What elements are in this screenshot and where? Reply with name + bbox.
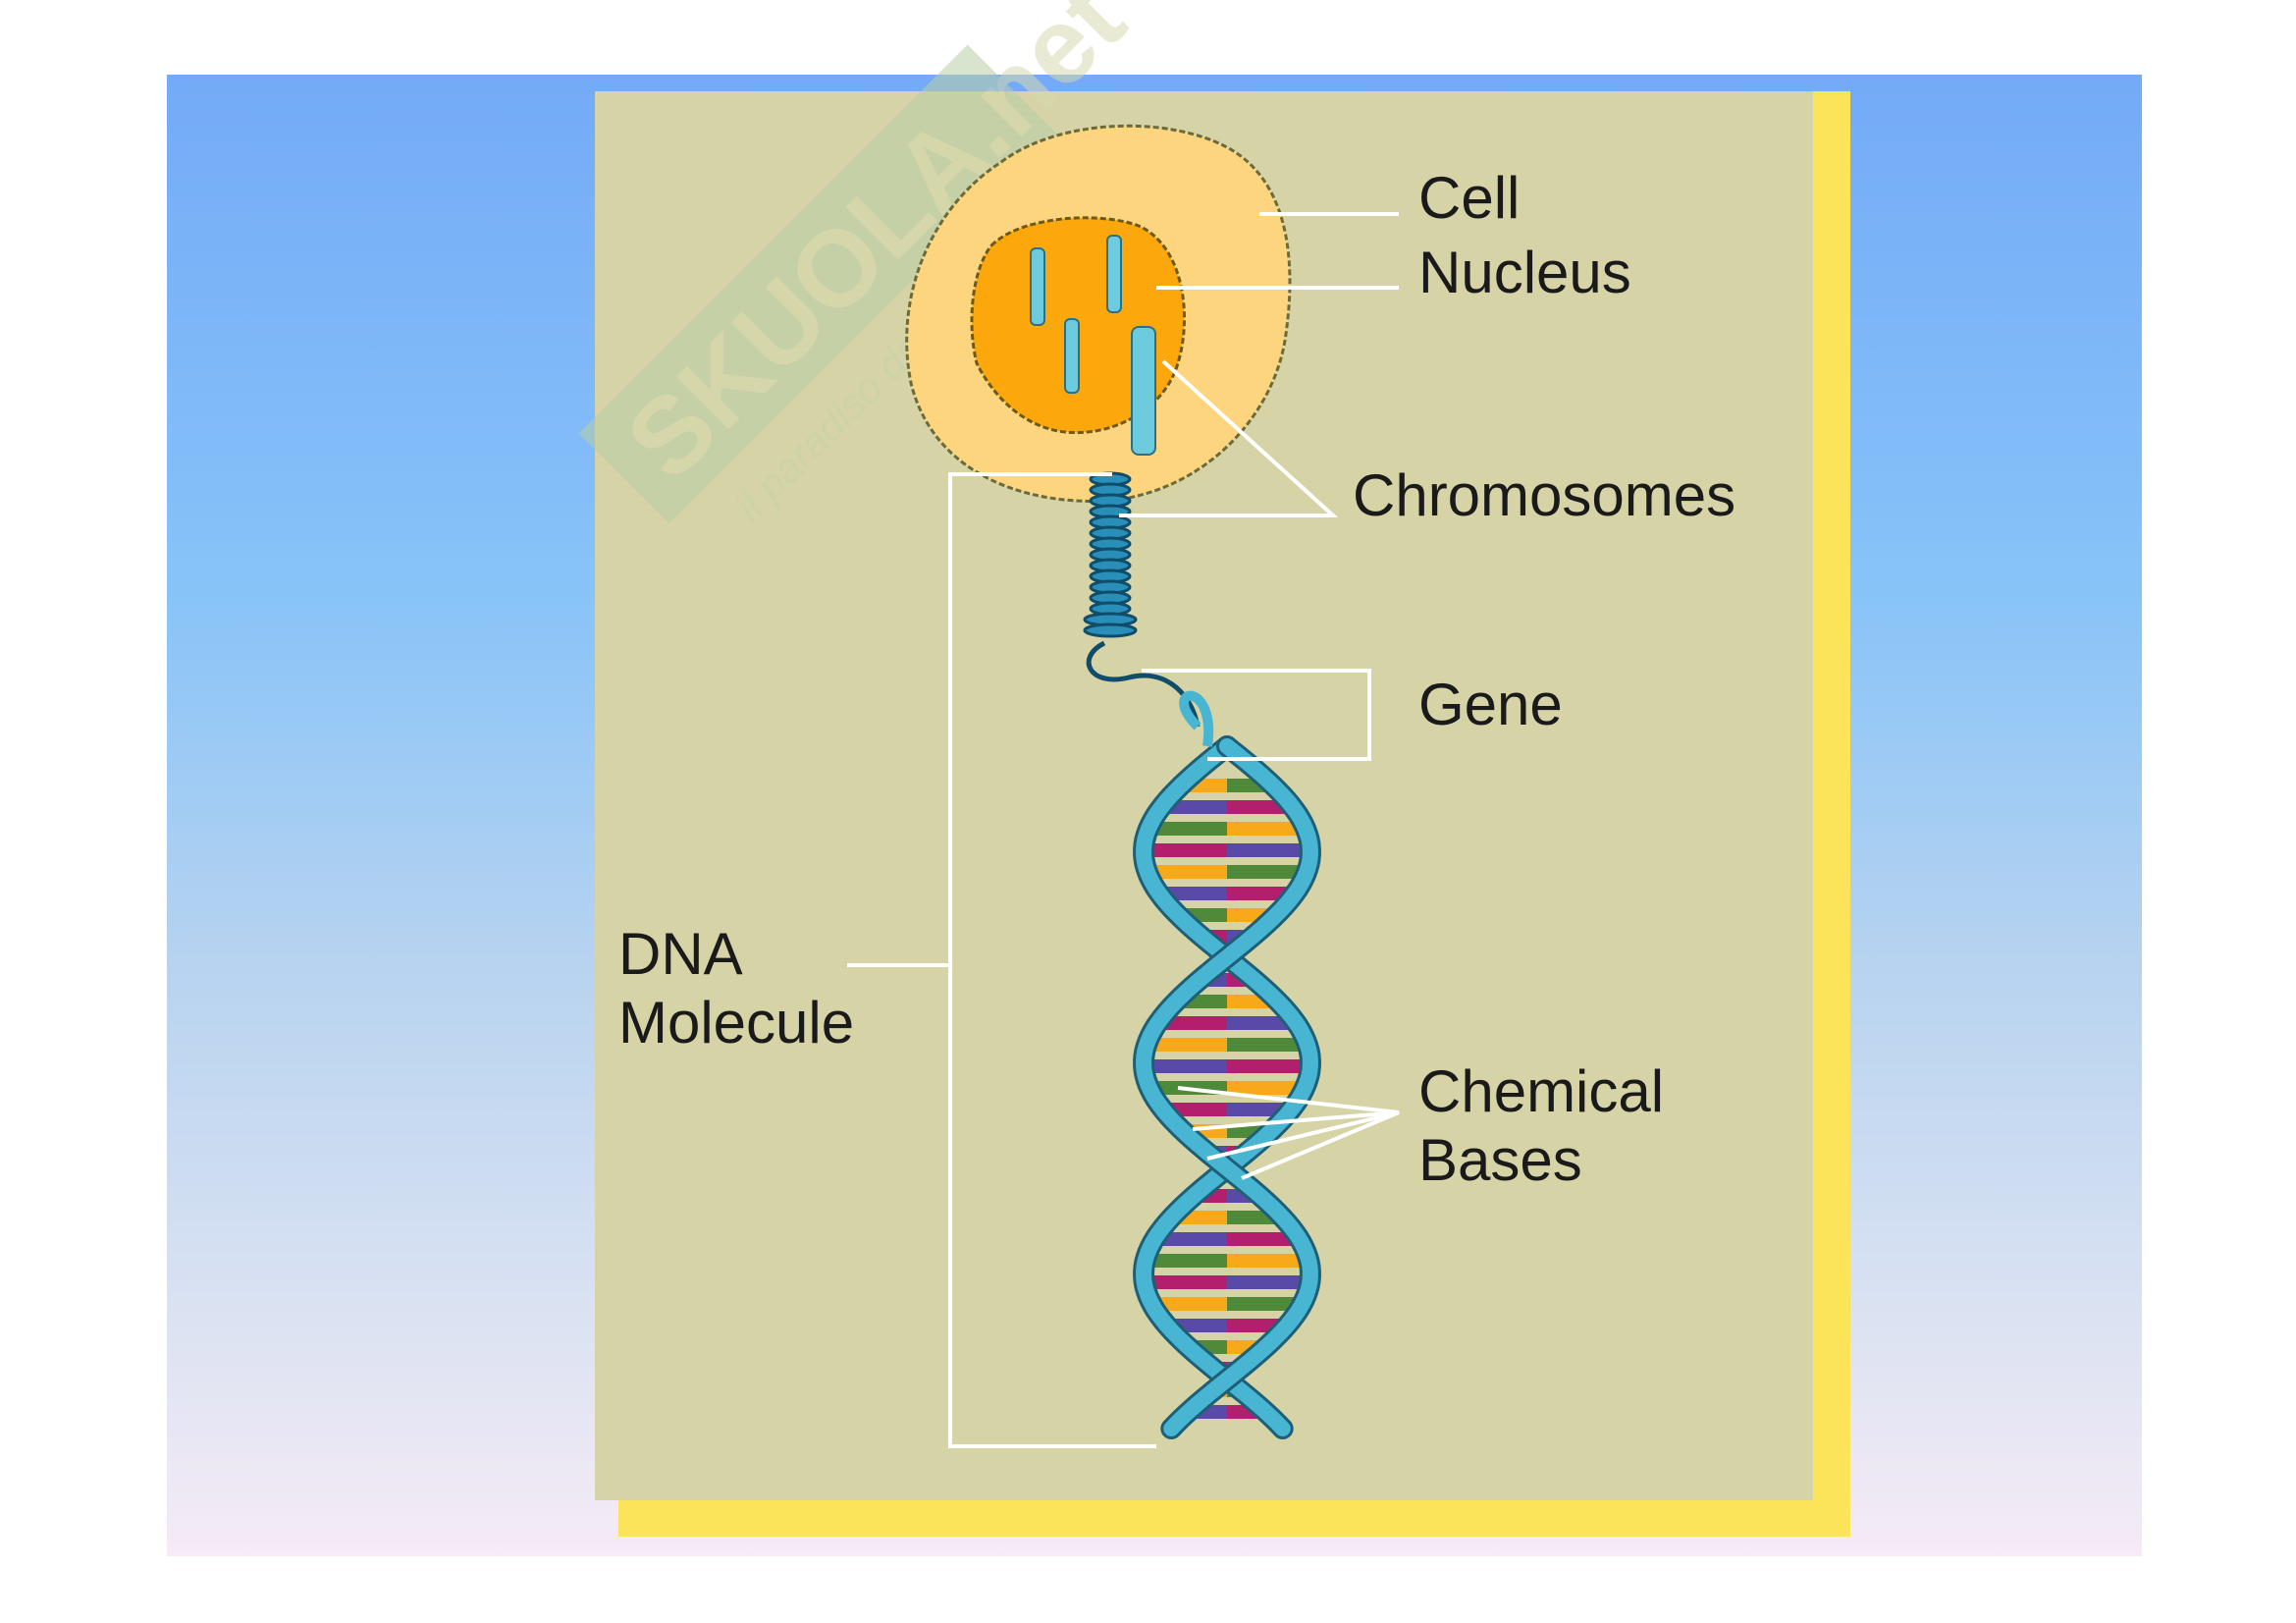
dna-double-helix bbox=[1133, 690, 1321, 1439]
base-pair bbox=[1227, 1016, 1297, 1030]
base-pair bbox=[1148, 822, 1227, 836]
base-pair bbox=[1227, 822, 1307, 836]
label-dna: DNA bbox=[618, 921, 743, 987]
label-gene: Gene bbox=[1418, 672, 1563, 737]
base-pair bbox=[1154, 1232, 1227, 1246]
base-pair bbox=[1158, 887, 1227, 900]
base-pair bbox=[1151, 1297, 1227, 1311]
label-chromosomes: Chromosomes bbox=[1353, 462, 1735, 528]
chromosomes-leader-line bbox=[1119, 359, 1339, 517]
base-pair bbox=[1227, 1059, 1310, 1073]
label-cell: Cell bbox=[1418, 165, 1520, 231]
leader-lines bbox=[847, 212, 1400, 1448]
base-pair bbox=[1227, 843, 1310, 857]
base-pair bbox=[1227, 1275, 1310, 1289]
base-pair bbox=[1227, 1081, 1306, 1095]
base-pair bbox=[1147, 1038, 1227, 1052]
base-pair bbox=[1227, 1254, 1309, 1268]
dna-bracket bbox=[948, 472, 1156, 1448]
label-nucleus: Nucleus bbox=[1418, 240, 1631, 305]
base-pair bbox=[1147, 865, 1227, 879]
coiled-chromosome bbox=[1083, 471, 1201, 728]
base-pair bbox=[1227, 887, 1296, 900]
chromosomes-in-nucleus bbox=[1030, 235, 1156, 456]
label-chemical: Chemical bbox=[1418, 1058, 1664, 1124]
base-pair bbox=[1157, 1016, 1227, 1030]
gene-bracket bbox=[1142, 669, 1371, 761]
base-pair bbox=[1144, 1059, 1227, 1073]
bases-leader-line-2 bbox=[1206, 1110, 1400, 1180]
gene-loop bbox=[1179, 690, 1214, 747]
dna-strand-back bbox=[1136, 738, 1318, 1436]
base-pair bbox=[1144, 1275, 1227, 1289]
base-pair bbox=[1144, 843, 1227, 857]
base-pair bbox=[1145, 1254, 1227, 1268]
dna-strand-front bbox=[1136, 738, 1318, 1436]
coil-loop bbox=[1083, 622, 1138, 638]
label-bases: Bases bbox=[1418, 1127, 1582, 1193]
base-pair bbox=[1227, 1297, 1303, 1311]
base-pair bbox=[1227, 865, 1308, 879]
base-pair bbox=[1227, 1038, 1308, 1052]
base-pair bbox=[1227, 1232, 1300, 1246]
label-molecule: Molecule bbox=[618, 990, 854, 1055]
